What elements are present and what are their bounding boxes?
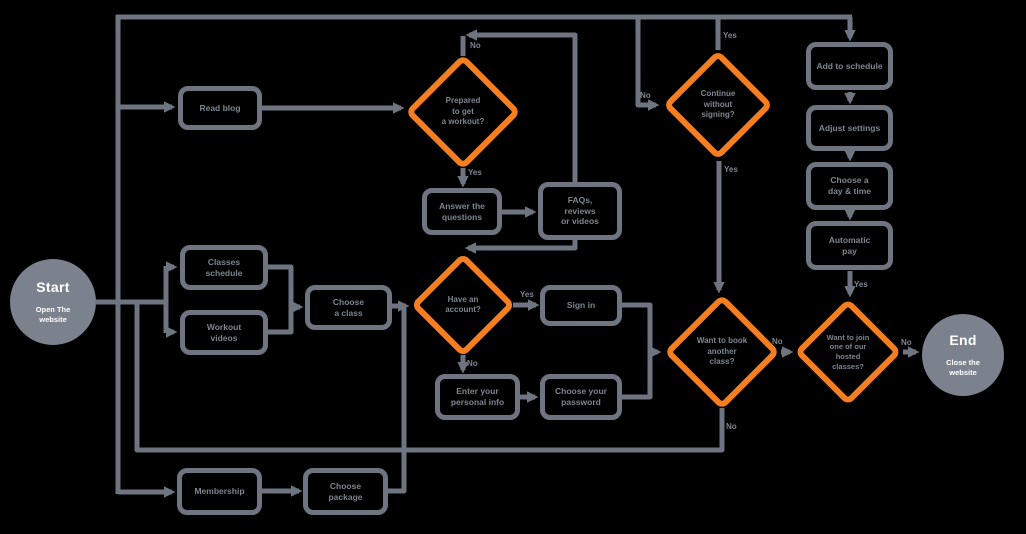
choose-package-box: Choose package (303, 468, 388, 515)
decision-workout-line2: to get (452, 106, 474, 116)
edge-label-d1-bottom: Yes (468, 168, 482, 177)
personal-info-line2: personal info (450, 397, 505, 407)
faq-line3: or videos (561, 216, 599, 227)
answer-questions-line1: Answer the (439, 200, 485, 211)
decision-workout-line1: Prepared (445, 96, 481, 106)
adjust-settings-label: Adjust settings (818, 122, 881, 133)
decision-account-line1: Have an (447, 294, 479, 304)
add-to-schedule-label: Add to schedule (816, 60, 883, 71)
automatic-pay-line2: pay (842, 245, 857, 256)
decision-workout-label: Prepared to get a workout? (414, 71, 512, 153)
read-blog-box: Read blog (178, 86, 262, 130)
faq-line2: reviews (564, 205, 596, 216)
read-blog-label: Read blog (199, 102, 241, 113)
sign-in-box: Sign in (540, 285, 622, 326)
decision-continue-line1: Continue (700, 89, 736, 99)
membership-label: Membership (194, 486, 245, 497)
decision-join-hosted-label: Want to join one of our hosted classes? (800, 312, 896, 392)
sign-in-label: Sign in (566, 300, 596, 311)
classes-schedule-line1: Classes (207, 256, 241, 267)
decision-continue-line3: signing? (701, 110, 735, 120)
decision-join-hosted-line1: Want to join (826, 332, 870, 342)
answer-questions-line2: questions (441, 211, 483, 222)
choose-password-line1: Choose your (555, 386, 607, 397)
decision-book-another-line2: another (707, 346, 737, 356)
choose-day-time-box: Choose a day & time (806, 162, 893, 210)
edge-schedule-videos-to-class (268, 264, 304, 335)
decision-account-line2: account? (445, 305, 481, 314)
edge-label-d3-bottom: Yes (724, 165, 738, 174)
edge-start-trunk (96, 14, 852, 494)
choose-day-time-line1: Choose a (830, 175, 869, 186)
decision-workout-line3: a workout? (441, 117, 485, 127)
end-subtitle: Close the website (946, 357, 980, 377)
decision-join-hosted-line4: classes? (832, 361, 864, 371)
edge-d2-outputs (457, 299, 662, 403)
edge-label-d5-top: Yes (854, 280, 868, 289)
choose-class-line2: a class (334, 307, 363, 318)
personal-info-box: Enter your personal info (435, 374, 520, 420)
decision-continue-line2: without (703, 99, 733, 109)
edge-label-d4-right: No (772, 337, 783, 346)
decision-continue-label: Continue without signing? (671, 66, 765, 144)
decision-book-another-line3: class? (709, 357, 735, 367)
end-terminal: End Close the website (922, 314, 1004, 396)
automatic-pay-line1: Automatic (828, 234, 871, 245)
decision-join-hosted-line2: one of our (829, 342, 867, 352)
start-title: Start (36, 279, 70, 296)
edge-label-d2-bottom: No (467, 359, 478, 368)
membership-box: Membership (177, 468, 262, 515)
edge-label-d2-right: Yes (520, 290, 534, 299)
workout-videos-line1: Workout (206, 321, 242, 332)
classes-schedule-box: Classes schedule (180, 245, 268, 290)
edge-label-d4-bottom: No (726, 422, 737, 431)
decision-book-another-label: Want to book another class? (673, 311, 771, 393)
edge-d3-region (635, 17, 856, 294)
workout-videos-line2: videos (210, 332, 238, 343)
answer-questions-box: Answer the questions (422, 188, 502, 235)
automatic-pay-box: Automatic pay (806, 221, 893, 270)
personal-info-line1: Enter your (456, 386, 499, 397)
choose-day-time-line2: day & time (828, 186, 871, 196)
start-terminal: Start Open The website (10, 259, 96, 345)
choose-password-line2: password (561, 397, 601, 407)
choose-package-line1: Choose (329, 480, 362, 491)
workout-videos-box: Workout videos (180, 310, 268, 355)
decision-book-another-line1: Want to book (696, 336, 748, 346)
edge-class-package-to-account (262, 300, 410, 497)
edge-label-d3-top: Yes (723, 31, 737, 40)
decision-join-hosted-line3: hosted (835, 352, 861, 361)
add-to-schedule-box: Add to schedule (806, 42, 893, 90)
end-title: End (949, 332, 977, 349)
classes-schedule-line2: schedule (205, 267, 243, 278)
choose-password-box: Choose your password (540, 374, 622, 420)
edge-d1-loops (457, 29, 578, 254)
choose-class-line1: Choose (332, 296, 365, 307)
decision-account-label: Have an account? (418, 268, 508, 342)
edge-branch-left (118, 101, 178, 498)
edge-label-d3-left: No (640, 91, 651, 100)
faq-line1: FAQs, (567, 195, 593, 206)
choose-package-line2: package (328, 491, 363, 502)
edge-label-d5-right: No (901, 338, 912, 347)
choose-class-box: Choose a class (305, 285, 392, 330)
start-subtitle: Open The website (35, 304, 71, 324)
edge-label-d1-top: No (470, 41, 481, 50)
adjust-settings-box: Adjust settings (806, 105, 893, 151)
faq-reviews-videos-box: FAQs, reviews or videos (538, 182, 622, 240)
